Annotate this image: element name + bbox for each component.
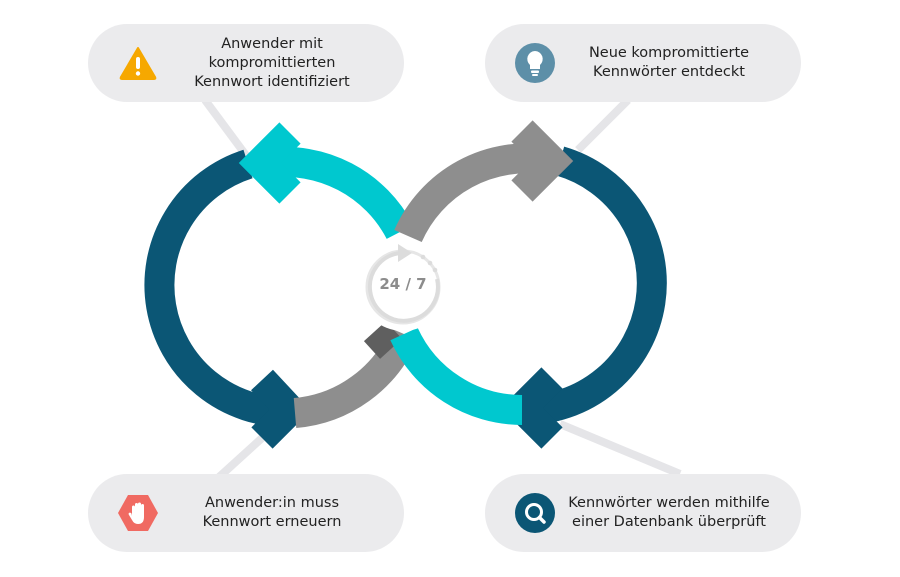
connector-line-top-left xyxy=(201,97,252,161)
callout-line: Anwender mit kompromittierten xyxy=(208,35,336,71)
callout-line: Kennwörter werden mithilfe xyxy=(568,495,770,511)
callout-line: Anwender:in muss xyxy=(204,495,340,511)
callout-user-identified: Anwender mit kompromittierten Kennwort i… xyxy=(88,24,404,102)
center-refresh-arrow xyxy=(398,244,412,262)
left-loop-dark-arrowhead xyxy=(251,369,311,449)
teal-arrowhead xyxy=(238,122,301,204)
callout-line: einer Datenbank überprüft xyxy=(572,514,766,530)
gray-crossing-shadow xyxy=(363,321,403,359)
connector-line-bottom-left xyxy=(215,435,265,481)
left-loop-dark-arc xyxy=(144,149,291,428)
callout-line: Kennwort erneuern xyxy=(202,514,342,530)
magnifier-icon xyxy=(513,491,557,535)
callout-line: Kennwörter entdeckt xyxy=(593,64,745,80)
center-dot xyxy=(427,260,433,266)
teal-arc-bottom xyxy=(390,327,523,425)
center-refresh-arc xyxy=(367,251,440,323)
warning-icon xyxy=(116,41,160,85)
callout-line: Kennwort identifiziert xyxy=(194,73,350,90)
center-dot xyxy=(420,254,426,260)
stop-hand-icon xyxy=(116,491,160,535)
connector-line-bottom-right xyxy=(558,420,682,478)
center-badge xyxy=(359,243,447,331)
callout-new-passwords-found: Neue kompromittierte Kennwörter entdeckt xyxy=(485,24,801,102)
callout-line: Neue kompromittierte xyxy=(588,45,750,61)
right-loop-gray-arc xyxy=(394,143,551,243)
callout-user-must-renew: Anwender:in muss Kennwort erneuern xyxy=(88,474,404,552)
lightbulb-icon xyxy=(513,41,557,85)
gray-arrowhead xyxy=(511,120,574,202)
connector-line-top-right xyxy=(575,97,631,153)
teal-arc-top xyxy=(266,146,414,240)
right-loop-dark-arc xyxy=(521,146,667,426)
callout-database-check: Kennwörter werden mithilfe einer Datenba… xyxy=(485,474,801,552)
center-label: 24 / 7 xyxy=(379,275,427,293)
center-dot xyxy=(432,267,438,273)
